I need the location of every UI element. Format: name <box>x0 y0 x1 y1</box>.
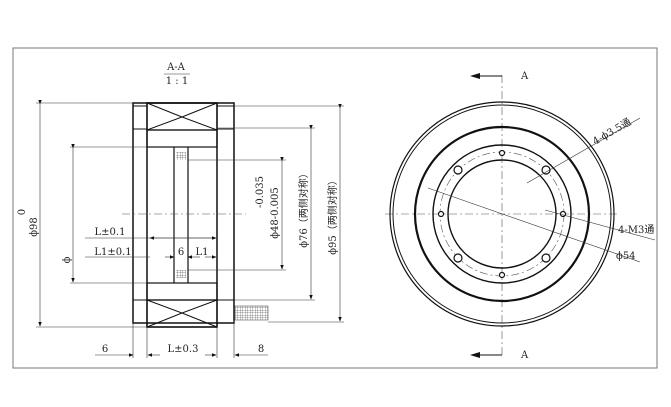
dim-outer-dia: ϕ98 <box>29 217 40 237</box>
rotor-body <box>146 102 218 328</box>
section-view: A-A 1 : 1 0 ϕ98 ϕ L±0.1 <box>17 62 344 358</box>
dim-l1: L1 <box>195 247 208 258</box>
top-hatch <box>146 129 218 148</box>
section-mark-top: A <box>520 71 529 82</box>
outer-housing <box>132 102 235 324</box>
stator-ring <box>413 125 591 303</box>
dim-dia95: ϕ95（两侧对称） <box>326 175 339 255</box>
dim-l: L±0.1 <box>95 227 126 238</box>
outer-ring <box>389 101 615 327</box>
sheet-frame <box>12 47 658 369</box>
holes-label: 4-ϕ3.5通 <box>591 116 634 148</box>
thread-label: 4-M3通 <box>618 224 654 236</box>
dim-total-length: L±0.3 <box>168 344 199 355</box>
dim-l1-tol: L1±0.1 <box>94 247 131 258</box>
pitch-dia-label: ϕ54 <box>616 251 636 262</box>
bottom-hatch <box>146 282 218 301</box>
dim-zero: 0 <box>17 209 28 215</box>
bore-circle <box>447 159 557 269</box>
dim-inner-dia: ϕ48-0.005 <box>270 187 281 239</box>
dim-dia76: ϕ76（两侧对称） <box>297 168 310 248</box>
dim-left-width: 6 <box>102 344 108 355</box>
cable <box>234 305 269 321</box>
dim-tolerance: -0.035 <box>255 176 266 208</box>
dim-slot: 6 <box>178 247 184 258</box>
dim-right-width: 8 <box>258 344 264 355</box>
section-mark-bottom: A <box>520 350 529 361</box>
section-title: A-A <box>166 62 186 73</box>
front-view: A A 4-ϕ3.5通 4-M3通 ϕ54 <box>385 71 656 361</box>
section-scale: 1 : 1 <box>166 76 188 87</box>
dim-bore: ϕ <box>62 256 73 263</box>
